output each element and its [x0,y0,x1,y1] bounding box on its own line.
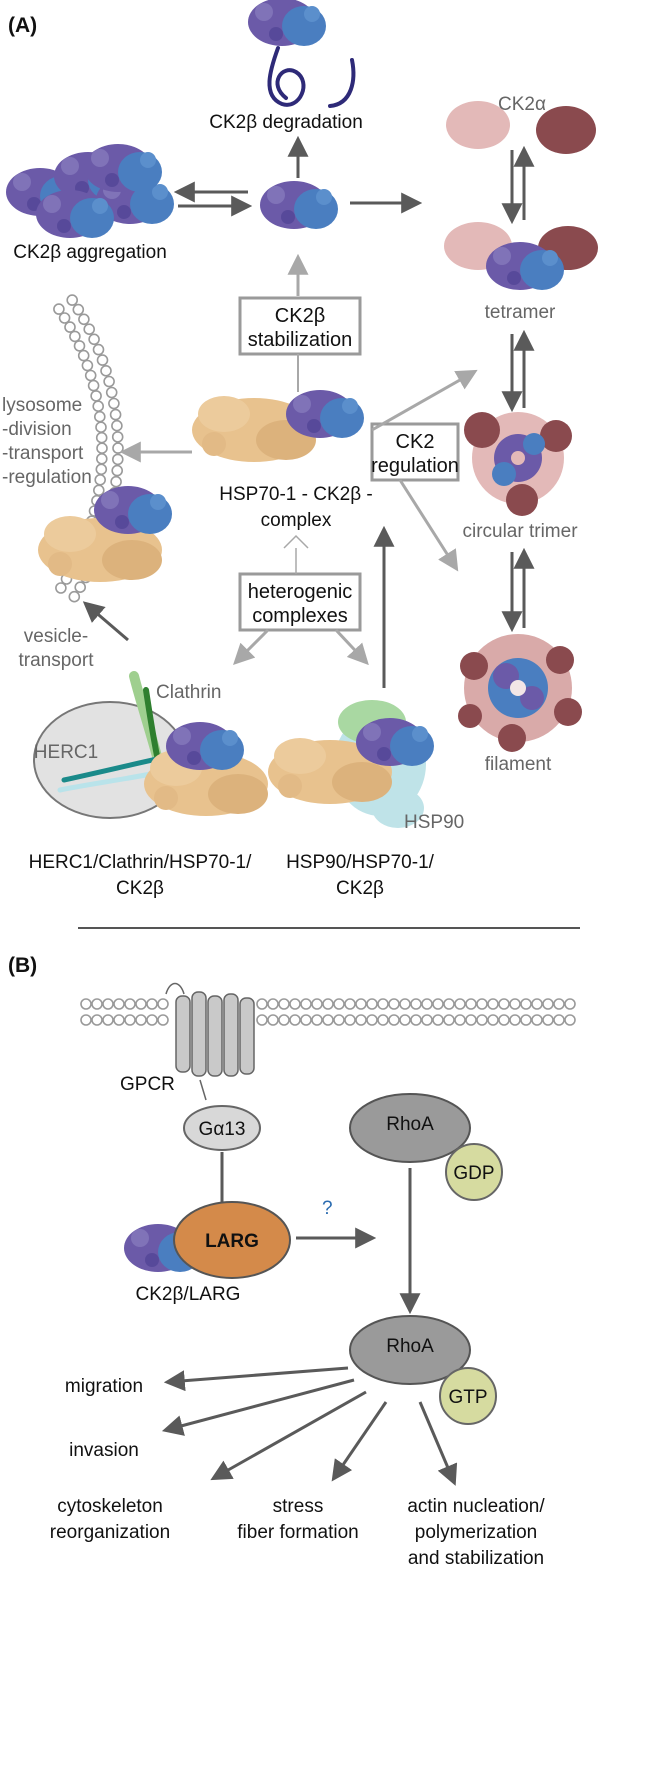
arrow-to-vesicle [82,601,129,642]
circular-trimer-structure [464,412,572,516]
herc1-complex-label-line2: CK2β [116,878,164,899]
rhoa-gtp-node: RhoA GTP [349,1315,497,1425]
herc1-complex-label-line1: HERC1/Clathrin/HSP70-1/ [29,852,253,873]
ck2b-aggregation-structure [6,144,174,238]
arrow-regulation-to-trimer [398,479,459,572]
svg-text:GTP: GTP [448,1387,487,1408]
cytoskeleton-label-line1: cytoskeleton [57,1496,163,1517]
arrow-to-actin [418,1401,458,1486]
ck2a-label: CK2α [498,94,546,115]
hsp90-complex-label-line1: HSP90/HSP70-1/ [286,852,435,873]
svg-text:LARG: LARG [205,1231,259,1252]
svg-text:stabilization: stabilization [248,329,353,351]
ck2b-stabilization-box: CK2β stabilization [238,296,362,356]
hsp70-complex-label-line2: complex [261,510,332,531]
plasma-membrane [80,998,576,1026]
ck2b-aggregation-label: CK2β aggregation [13,242,167,263]
ck2a-structure [446,101,596,154]
lysosome-text: lysosome -division -transport -regulatio… [2,395,92,488]
svg-text:complexes: complexes [252,605,348,627]
hsp90-complex-structure [268,700,434,828]
svg-text:CK2: CK2 [396,431,435,453]
vesicle-transport-line2: transport [19,650,95,671]
svg-text:-transport: -transport [2,443,84,464]
tetramer-label: tetramer [485,302,556,323]
arrow-regulation-to-tetramer [371,369,478,432]
arrow-to-hsp90-complex [334,628,369,666]
svg-text:RhoA: RhoA [386,1114,434,1135]
vesicle-transport-line1: vesicle- [24,626,88,647]
actin-label-line2: polymerization [415,1522,538,1543]
arrow-to-invasion [161,1378,355,1436]
ck2b-degradation-structure [248,0,356,108]
ck2b-dimer-structure [260,181,338,229]
stress-fiber-label-line2: fiber formation [237,1522,358,1543]
heterogenic-complexes-box: heterogenic complexes [238,572,362,632]
circular-trimer-label: circular trimer [462,521,578,542]
ck2b-larg-label: CK2β/LARG [136,1284,241,1305]
herc1-label: HERC1 [34,742,98,763]
arrow-to-cytoskeleton [210,1390,367,1481]
svg-text:RhoA: RhoA [386,1336,434,1357]
ck2b-degradation-label: CK2β degradation [209,112,363,133]
lysosome-hsp70-ck2b-structure [38,486,172,582]
galpha13-node: Gα13 [183,1105,261,1151]
arrow-to-migration [163,1366,349,1392]
gpcr-label: GPCR [120,1074,175,1095]
tetramer-structure [444,222,598,290]
rhoa-gdp-node: RhoA GDP [349,1093,503,1201]
hsp90-label: HSP90 [404,812,464,833]
gpcr-structure [165,982,255,1101]
ck2-regulation-box: CK2 regulation [370,422,460,482]
svg-text:-division: -division [2,419,72,440]
actin-label-line1: actin nucleation/ [407,1496,545,1517]
panel-a-label: (A) [8,14,37,37]
svg-text:-regulation: -regulation [2,467,92,488]
svg-text:Gα13: Gα13 [199,1119,246,1140]
cytoskeleton-label-line2: reorganization [50,1522,170,1543]
clathrin-label: Clathrin [156,682,221,703]
arrow-to-stress-fiber [331,1401,388,1482]
larg-node: LARG [124,1201,291,1279]
question-mark: ? [322,1198,333,1219]
invasion-label: invasion [69,1440,139,1461]
svg-text:GDP: GDP [453,1163,494,1184]
herc1-clathrin-complex-structure [33,671,268,819]
filament-structure [458,634,582,752]
arrow-to-herc1-complex [233,628,270,665]
svg-text:CK2β: CK2β [275,305,325,327]
hsp70-complex-label-line1: HSP70-1 - CK2β - [219,484,372,505]
svg-text:heterogenic: heterogenic [248,581,353,603]
stress-fiber-label-line1: stress [273,1496,324,1517]
svg-text:regulation: regulation [371,455,459,477]
migration-label: migration [65,1376,143,1397]
svg-text:lysosome: lysosome [2,395,82,416]
actin-label-line3: and stabilization [408,1548,544,1569]
filament-label: filament [485,754,552,775]
panel-b-label: (B) [8,954,37,977]
heterogenic-connector [283,534,309,549]
hsp90-complex-label-line2: CK2β [336,878,384,899]
hsp70-ck2b-complex-structure [192,390,364,462]
